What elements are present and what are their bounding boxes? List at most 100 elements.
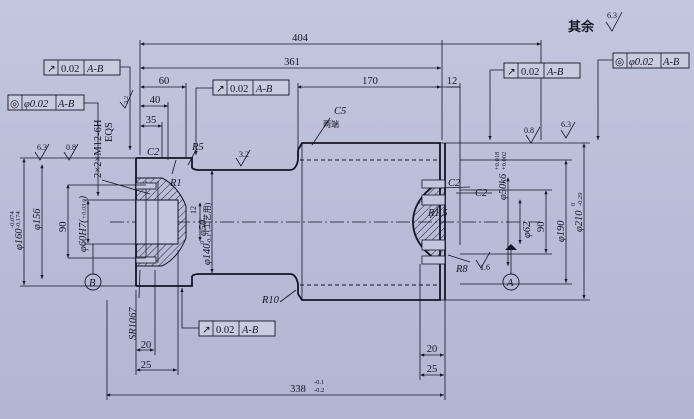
- dim-dia210-lower: -0.29: [577, 192, 584, 206]
- note-c5-ends: 两端: [323, 119, 339, 129]
- runout-symbol: ↗: [216, 84, 225, 95]
- dim-dia60h7-tol2: 0: [81, 199, 88, 203]
- roughness-3-2: 3.2: [123, 96, 130, 104]
- roughness-1-6: 1.6: [480, 263, 490, 272]
- datum-a-label: A: [506, 278, 514, 289]
- roughness-3-2: 3.2: [239, 150, 249, 159]
- dim-338-upper: -0.1: [314, 379, 324, 386]
- note-c2-right-b: C2: [475, 188, 488, 199]
- dim-dia50k6-upper: +0.018: [494, 152, 501, 170]
- datum-a: A: [502, 244, 520, 291]
- roughness-0-8: 0.8: [66, 143, 76, 152]
- note-r8: R8: [455, 264, 468, 275]
- dim-20-right: 20: [427, 344, 438, 355]
- dim-dia140-note: (工艺用): [203, 202, 212, 232]
- coaxiality-symbol: ◎: [10, 99, 19, 110]
- dim-25-right: 25: [427, 364, 438, 375]
- coaxiality-frame-left: ◎ φ0.02 A-B: [7, 94, 100, 196]
- roughness-rest: 6.3: [607, 11, 617, 20]
- note-c2-right-a: C2: [448, 178, 461, 189]
- coaxiality-value: φ0.02: [629, 57, 654, 68]
- dim-dia60h7-end: ): [78, 195, 89, 200]
- coaxiality-datum: A-B: [662, 57, 680, 68]
- note-r1: R1: [169, 178, 182, 189]
- dim-25-left: 25: [141, 360, 152, 371]
- runout-value: 0.02: [216, 325, 234, 336]
- dim-338: 338: [290, 384, 306, 395]
- datum-b-label: B: [89, 278, 96, 289]
- runout-value: 0.02: [230, 84, 248, 95]
- dim-12-small: 12: [189, 206, 198, 214]
- note-c5: C5: [334, 106, 346, 117]
- dim-dia60h7-tol: +0.03: [81, 203, 88, 220]
- dim-dia50k6: φ50k6: [498, 173, 509, 200]
- dim-35: 35: [146, 115, 157, 126]
- runout-symbol: ↗: [507, 67, 516, 78]
- runout-frame-bottom: ↗ 0.02 A-B: [180, 288, 276, 337]
- dim-dia210-upper: 0: [570, 203, 577, 206]
- roughness-6-3: 6.3: [561, 120, 571, 129]
- horizontal-dims-bottom: [106, 250, 446, 400]
- note-r1-5: R1.5: [427, 208, 448, 219]
- dim-dia60h7: φ60H7(+0.030): [78, 195, 89, 252]
- runout-frame-top-mid: ↗ 0.02 A-B: [194, 79, 290, 155]
- dim-40: 40: [150, 95, 161, 106]
- roughness-0-8: 0.8: [524, 126, 534, 135]
- coaxiality-value: φ0.02: [24, 99, 49, 110]
- dim-404: 404: [292, 33, 309, 44]
- vertical-dims-left: [20, 157, 146, 287]
- dim-dia190: φ190: [556, 220, 567, 242]
- vertical-dims-right: [445, 142, 590, 301]
- dim-dia160-lower: -0.174: [15, 210, 22, 228]
- dim-dia140: φ140: [202, 243, 213, 265]
- coaxiality-symbol: ◎: [615, 57, 624, 68]
- runout-datum: A-B: [255, 84, 273, 95]
- dim-170: 170: [362, 76, 378, 87]
- note-r10: R10: [261, 295, 280, 306]
- rest-label: 其余: [568, 19, 595, 34]
- dim-20-left: 20: [141, 340, 152, 351]
- runout-symbol: ↗: [47, 64, 56, 75]
- right-section: [412, 179, 461, 265]
- dim-dia50: φ50: [198, 219, 209, 236]
- note-sr1067: SR1067: [128, 307, 139, 340]
- coaxiality-datum: A-B: [57, 99, 75, 110]
- dim-dia210: φ210: [574, 210, 585, 232]
- left-section: [135, 177, 187, 267]
- runout-frame-top-right: ↗ 0.02 A-B: [488, 62, 581, 140]
- dim-dia156: φ156: [32, 208, 43, 230]
- dim-90-right: 90: [536, 222, 547, 233]
- note-c2-left: C2: [147, 147, 160, 158]
- dim-12: 12: [447, 76, 458, 87]
- dim-dia62: φ62: [522, 221, 533, 238]
- roughness-symbols: 3.2 3.2 6.3 0.8 0.8 6.3 1.6 6.3: [34, 11, 623, 272]
- dim-90-left: 90: [58, 222, 69, 233]
- vertical-dims-middle: [198, 170, 214, 273]
- dim-dia160-upper: -0.074: [9, 210, 16, 228]
- runout-datum: A-B: [546, 67, 564, 78]
- roughness-6-3: 6.3: [37, 143, 47, 152]
- dim-dia50k6-lower: +0.002: [501, 152, 508, 170]
- dim-60: 60: [159, 76, 170, 87]
- runout-frame-top-left: ↗ 0.02 A-B: [43, 59, 132, 150]
- runout-value: 0.02: [521, 67, 539, 78]
- annotations: [101, 117, 492, 303]
- note-r5: R5: [191, 142, 204, 153]
- runout-symbol: ↗: [202, 325, 211, 336]
- horizontal-dims-top: [139, 40, 542, 200]
- runout-datum: A-B: [86, 64, 104, 75]
- dim-338-lower: -0.2: [314, 387, 324, 394]
- dim-dia60h7-main: φ60H7(: [78, 218, 89, 252]
- dim-dia140-upper: 0: [199, 241, 206, 244]
- coaxiality-frame-right: ◎ φ0.02 A-B: [596, 52, 690, 140]
- note-thread: 2×2×M12-6H: [93, 119, 104, 178]
- dim-dia160: φ160: [14, 228, 25, 250]
- dim-dia140-lower: -0.1: [206, 234, 213, 244]
- runout-value: 0.02: [61, 64, 79, 75]
- runout-datum: A-B: [241, 325, 259, 336]
- note-thread-eqs: EQS: [104, 122, 115, 142]
- datum-b: B: [84, 244, 102, 291]
- dim-361: 361: [284, 57, 300, 68]
